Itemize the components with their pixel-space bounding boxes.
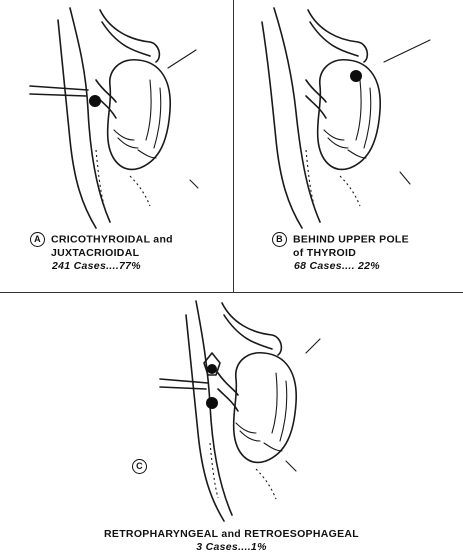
- panel-b-upper-pole: B BEHIND UPPER POLE of THYROID 68 Cases..…: [234, 0, 463, 292]
- panel-c-drawing: [0, 293, 463, 560]
- panel-b-caption: B BEHIND UPPER POLE of THYROID 68 Cases..…: [272, 232, 409, 273]
- parathyroid-node: [350, 70, 362, 82]
- parathyroid-node-upper: [207, 364, 217, 374]
- panel-a-letter-icon: A: [30, 232, 45, 247]
- panel-c-title-line1: RETROPHARYNGEAL and RETROESOPHAGEAL: [104, 528, 359, 540]
- panel-a-stat: 241 Cases....77%: [52, 260, 141, 272]
- panel-b-stat: 68 Cases.... 22%: [294, 260, 380, 272]
- panel-b-title-line2: of THYROID: [293, 247, 356, 259]
- panel-a-cricothyroidal: A CRICOTHYROIDAL and JUXTACRIOIDAL 241 Ca…: [0, 0, 233, 292]
- panel-b-title-line1: BEHIND UPPER POLE: [293, 233, 409, 245]
- panel-c-caption: RETROPHARYNGEAL and RETROESOPHAGEAL 3 Ca…: [0, 528, 463, 554]
- panel-c-letter: C: [132, 459, 153, 474]
- parathyroid-node: [89, 95, 101, 107]
- panel-a-title-line1: CRICOTHYROIDAL and: [51, 233, 173, 245]
- panel-a-title-line2: JUXTACRIOIDAL: [51, 247, 139, 259]
- panel-c-stat: 3 Cases....1%: [196, 541, 266, 553]
- panel-c-retropharyngeal: C RETROPHARYNGEAL and RETROESOPHAGEAL 3 …: [0, 293, 463, 560]
- panel-b-letter-icon: B: [272, 232, 287, 247]
- panel-c-letter-icon: C: [132, 459, 147, 474]
- parathyroid-node-lower: [206, 397, 218, 409]
- panel-a-caption: A CRICOTHYROIDAL and JUXTACRIOIDAL 241 Ca…: [30, 232, 173, 273]
